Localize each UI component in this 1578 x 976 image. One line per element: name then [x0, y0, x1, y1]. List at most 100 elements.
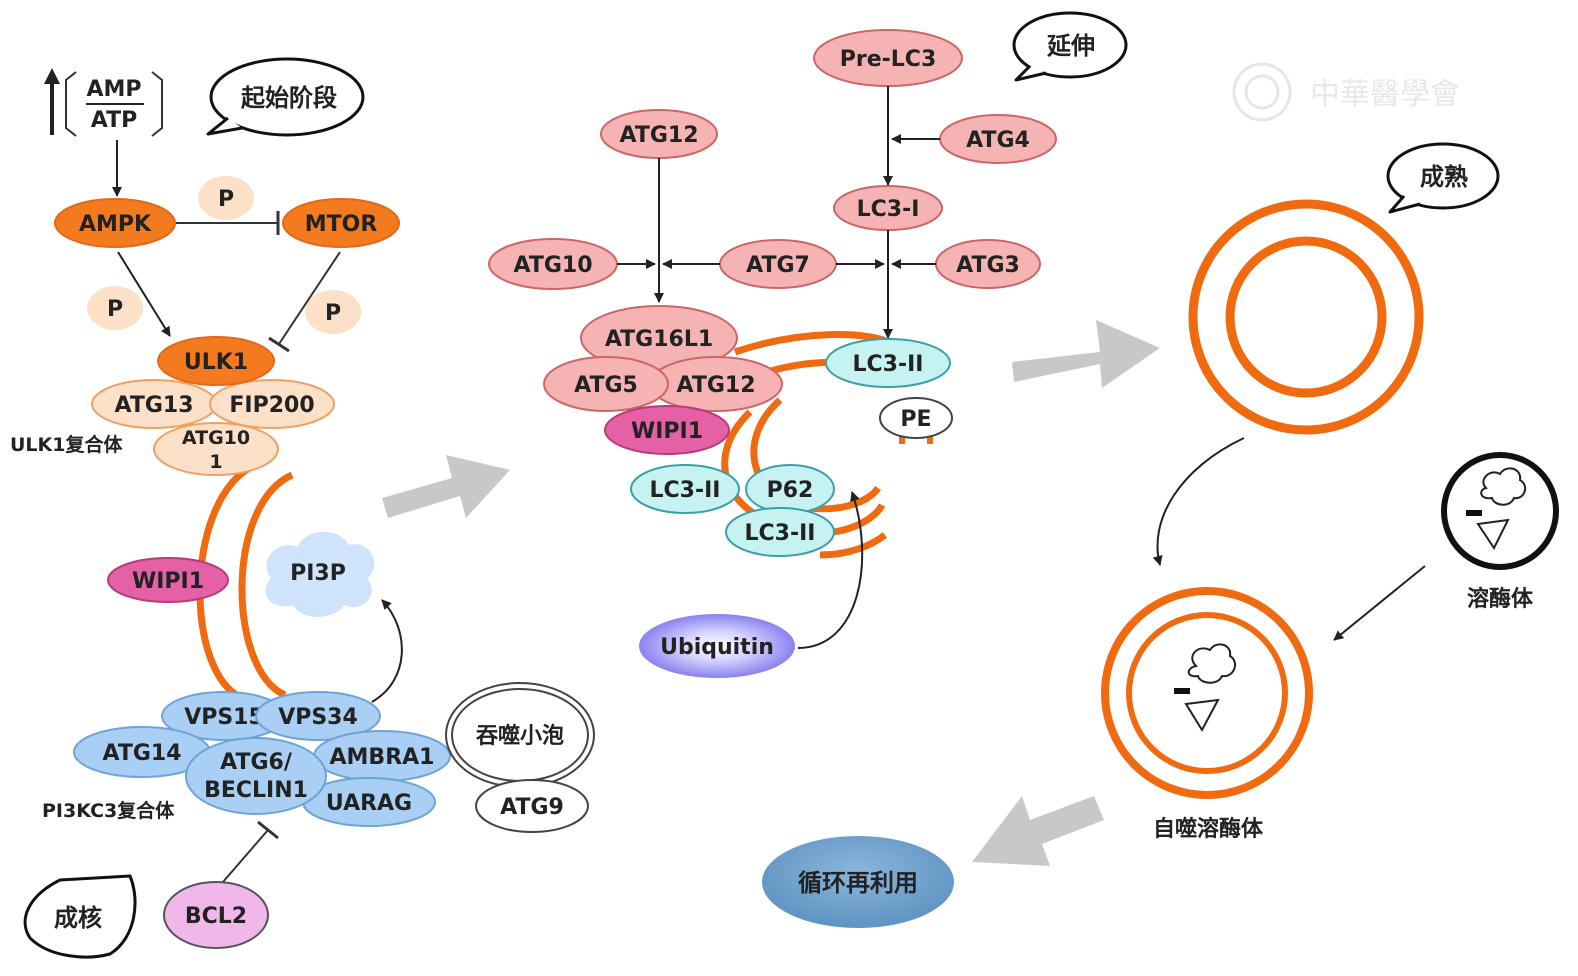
node-ambra1-label: AMBRA1	[330, 745, 435, 770]
node-vps15-label: VPS15	[184, 705, 264, 730]
stage-arrow-1-icon	[382, 455, 510, 518]
watermark-seal-inner	[1244, 74, 1280, 110]
node-atg12-label: ATG12	[677, 373, 756, 398]
node-lc3-ii-bottom	[725, 507, 835, 557]
stage-initiation-label: 起始阶段	[240, 84, 337, 112]
node-wipi1-elongation-label: WIPI1	[631, 419, 703, 444]
node-bcl2	[163, 881, 269, 949]
node-atg3-label: ATG3	[956, 253, 1020, 278]
node-mtor-label: MTOR	[305, 212, 378, 237]
node-ubiquitin	[639, 614, 795, 678]
pi3p-cloud	[265, 531, 375, 617]
phospho-p-right	[305, 290, 361, 334]
increase-arrowhead-icon	[44, 68, 60, 84]
node-atg101	[153, 422, 279, 476]
stage-arrow-2-icon	[1012, 320, 1160, 388]
node-atg101-label-2: 1	[209, 451, 222, 473]
arrow-lysosome-to-autolysosome	[1333, 565, 1426, 641]
node-ulk1	[157, 336, 275, 386]
node-lc3-ii-left-label: LC3-II	[650, 478, 721, 503]
lysosome-enzyme-bar-icon	[1466, 510, 1482, 516]
lysosome-label: 溶酶体	[1467, 586, 1534, 612]
node-pe	[879, 397, 953, 439]
stage-nucleation-label: 成核	[54, 904, 102, 932]
watermark-text: 中華醫學會	[1310, 77, 1460, 112]
stage-bubble-elongation: 延伸	[1012, 11, 1128, 82]
phospho-p-top	[198, 176, 254, 220]
node-atg9-label: ATG9	[500, 795, 564, 820]
pi3kc3-complex-caption: PI3KC3复合体	[42, 799, 175, 822]
node-lc3-i-label: LC3-I	[857, 197, 920, 222]
phospho-p-left-label: P	[107, 297, 123, 322]
atp-label: ATP	[91, 108, 137, 133]
node-pe-label: PE	[900, 407, 931, 432]
node-pre-lc3-label: Pre-LC3	[840, 47, 937, 72]
node-p62-label: P62	[767, 478, 814, 503]
lysosome	[1441, 452, 1559, 570]
node-atg5-label: ATG5	[574, 373, 638, 398]
autolysosome-enzyme-triangle-icon	[1184, 698, 1220, 733]
stage-maturation-label: 成熟	[1420, 163, 1468, 191]
phagophore-inner-arc	[238, 471, 294, 699]
node-atg6-label-1: ATG6/	[220, 750, 293, 775]
node-recycling-label: 循环再利用	[798, 869, 918, 897]
node-wipi1-nucleation-label: WIPI1	[132, 569, 204, 594]
stage-bubble-initiation: 起始阶段	[206, 57, 365, 137]
node-atg6-beclin1	[185, 737, 327, 815]
node-lc3-ii-bottom-label: LC3-II	[745, 521, 816, 546]
node-lc3-ii-top	[825, 338, 951, 388]
node-pi3p-label: PI3P	[290, 561, 346, 586]
node-atg9	[475, 779, 589, 833]
node-fip200	[209, 379, 335, 429]
left-bracket	[65, 71, 77, 137]
node-atg12-top-label: ATG12	[620, 123, 699, 148]
node-ulk1-label: ULK1	[184, 350, 248, 375]
autolysosome-outer-membrane	[1101, 587, 1313, 799]
lysosome-cargo-icon	[1480, 467, 1527, 506]
arrow-ampk-to-ulk1	[117, 251, 171, 337]
node-vps34-label: VPS34	[278, 705, 358, 730]
node-wipi1-nucleation	[107, 557, 229, 603]
inhibit-mtor-ulk1	[278, 251, 341, 345]
node-atg7-label: ATG7	[746, 253, 810, 278]
ulk1-complex-caption: ULK1复合体	[10, 433, 123, 456]
node-atg16l1-label: ATG16L1	[605, 327, 713, 352]
node-atg101-label-1: ATG10	[182, 427, 250, 449]
stage-bubble-nucleation: 成核	[23, 874, 137, 959]
node-atg6-label-2: BECLIN1	[204, 778, 308, 803]
node-fip200-label: FIP200	[229, 393, 314, 418]
node-lc3-ii-top-label: LC3-II	[853, 352, 924, 377]
elongation-membrane-bottom	[819, 532, 888, 559]
inhibit-bcl2-complex	[215, 829, 269, 891]
node-ubiquitin-label: Ubiquitin	[660, 635, 774, 660]
arrow-ubiquitin-to-p62	[797, 491, 864, 649]
arrow-vps34-to-pi3p	[371, 599, 403, 703]
phospho-p-left	[87, 286, 143, 330]
watermark-seal-icon	[1232, 62, 1292, 122]
node-atg13-label: ATG13	[115, 393, 194, 418]
autophagosome-inner-membrane	[1225, 236, 1387, 398]
node-ampk	[54, 198, 176, 248]
phospho-p-top-label: P	[218, 187, 234, 212]
inhibit-bar-bcl2	[257, 820, 279, 840]
node-wipi1-elongation	[604, 405, 730, 455]
node-atg5	[543, 356, 669, 412]
phospho-p-right-label: P	[325, 301, 341, 326]
autolysosome-label: 自噬溶酶体	[1153, 816, 1264, 842]
right-bracket	[151, 71, 163, 137]
node-ampk-label: AMPK	[79, 212, 152, 237]
stage-bubble-maturation: 成熟	[1386, 142, 1500, 214]
autophagosome-outer-membrane	[1188, 199, 1424, 435]
vesicle-label: 吞噬小泡	[476, 723, 564, 749]
watermark: 中華醫學會	[1232, 62, 1460, 122]
node-mtor	[282, 198, 400, 248]
node-atg10-label: ATG10	[514, 253, 593, 278]
arrow-autophagosome-to-autolysosome	[1152, 437, 1245, 566]
node-recycling	[762, 836, 954, 928]
inhibit-bar-ulk1	[268, 336, 290, 353]
node-uvrag-label: UARAG	[326, 791, 412, 816]
node-atg14-label: ATG14	[103, 741, 182, 766]
autolysosome-enzyme-bar-icon	[1174, 688, 1190, 694]
